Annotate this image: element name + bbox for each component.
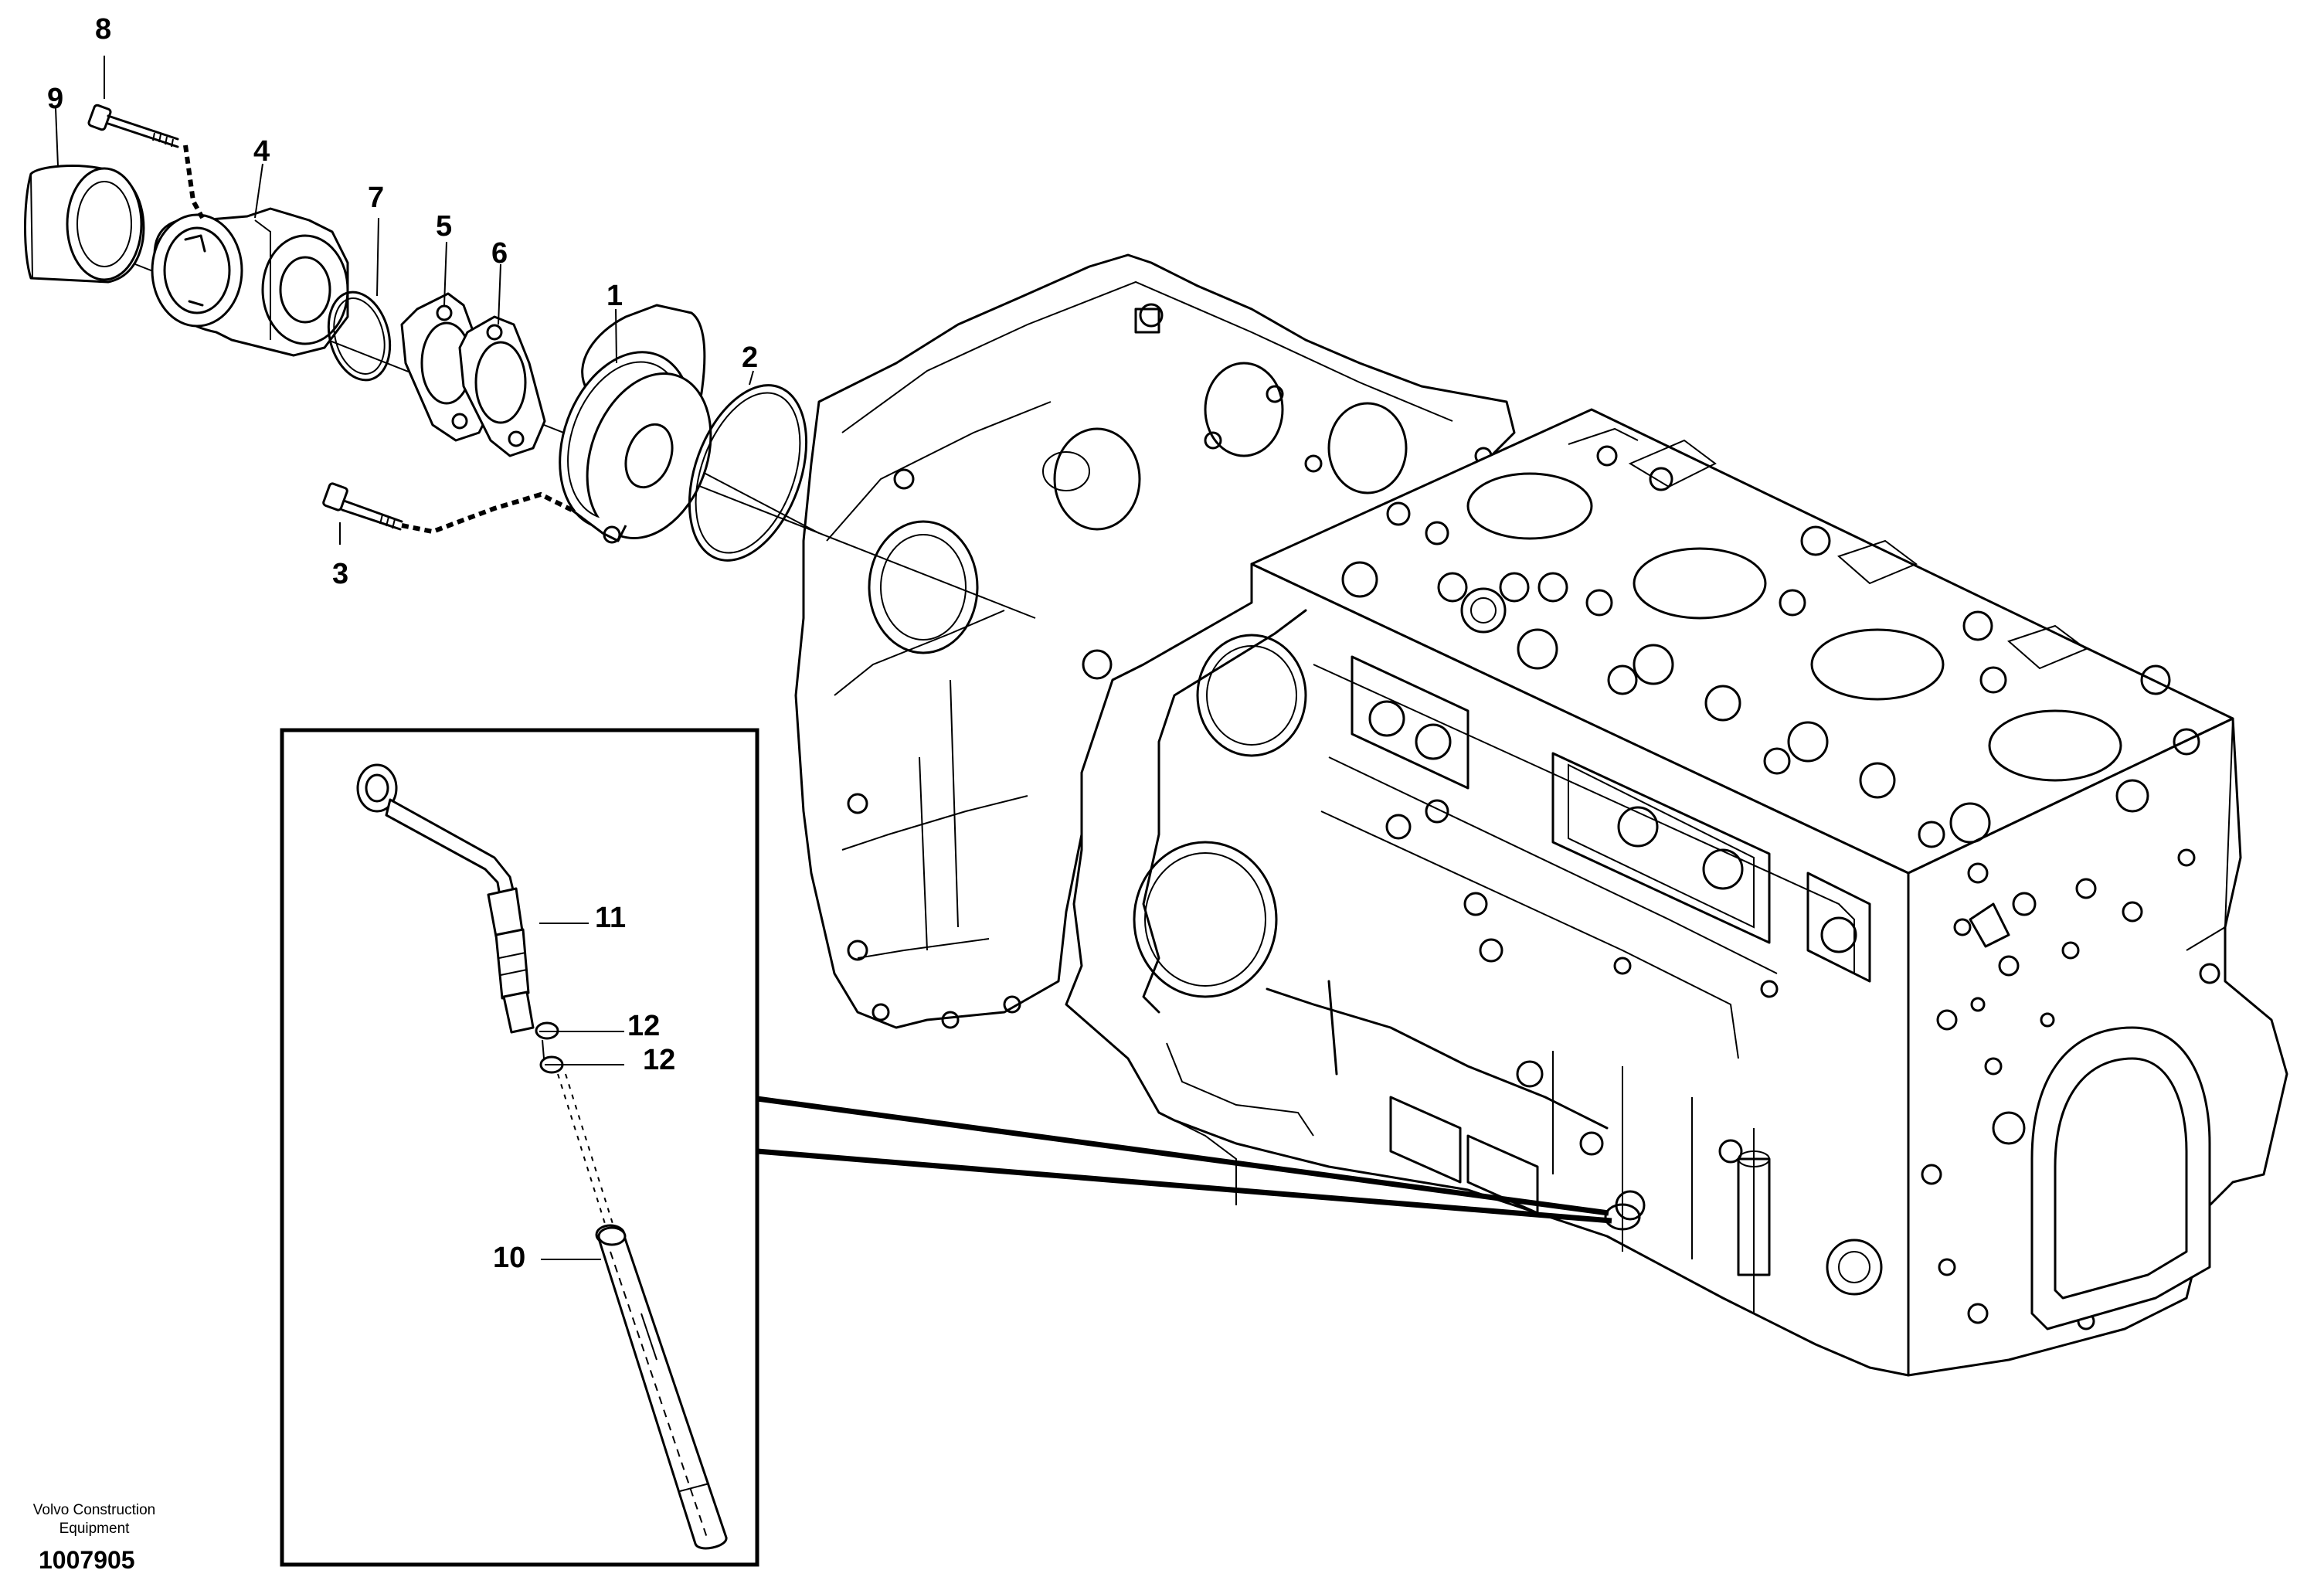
part-7-o-ring [327,291,392,382]
part-4-housing [151,207,349,357]
callout-12-upper: 12 [627,1010,660,1042]
callout-labels: 8 9 4 7 5 6 1 2 3 11 12 12 10 [47,13,758,1274]
callout-6: 6 [491,237,508,270]
part-11-dipstick [356,763,535,1034]
credit-block: Volvo Construction Equipment 1007905 [33,1502,155,1574]
part-10-guide-tube [595,1224,728,1550]
callout-9: 9 [47,83,63,115]
callout-3: 3 [332,558,348,590]
callout-4: 4 [253,135,270,168]
callout-1: 1 [606,280,623,312]
part-8-bolt [87,104,205,219]
detail-leader-line-top [756,1096,1609,1216]
part-6-gasket [458,315,546,457]
callout-12-lower: 12 [643,1044,675,1076]
credit-line-2: Equipment [59,1521,131,1537]
callout-leaders [55,56,754,1260]
callout-10: 10 [493,1242,525,1274]
callout-5: 5 [436,210,452,243]
timing-cover-plate [794,253,1516,1029]
dipstick-port [1604,1203,1641,1231]
detail-leader-line-bottom [756,1148,1612,1224]
callout-11: 11 [595,902,626,934]
credit-line-1: Volvo Construction [33,1502,155,1518]
callout-7: 7 [368,182,384,214]
callout-2: 2 [742,342,758,374]
part-2-seal-ring [688,384,808,562]
document-number: 1007905 [39,1546,135,1574]
cylinder-block [1065,408,2288,1377]
callout-8: 8 [95,13,111,46]
part-3-bolt [322,482,573,535]
part-1-pump-body [559,304,712,544]
part-9-cap [24,165,145,284]
